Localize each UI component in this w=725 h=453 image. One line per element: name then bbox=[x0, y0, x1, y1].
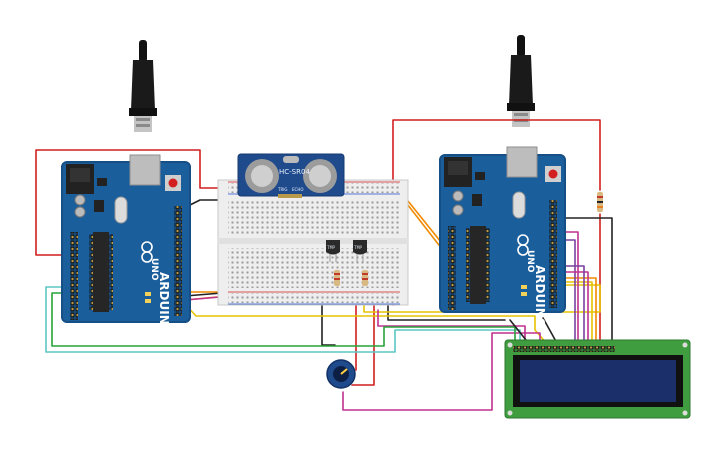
sensor-echo-label: ECHO bbox=[292, 187, 303, 192]
analog-header-left bbox=[70, 282, 78, 320]
analog-header-right bbox=[448, 274, 456, 310]
usb-cable-right bbox=[507, 35, 535, 127]
lcd-display bbox=[504, 339, 691, 419]
tmp-label-a: TMP bbox=[327, 245, 335, 251]
usb-cable-left bbox=[129, 40, 157, 132]
potentiometer bbox=[326, 359, 356, 389]
board-brand-text-left: ARDUINO bbox=[157, 272, 171, 335]
resistor-b bbox=[362, 270, 368, 286]
power-header-right bbox=[448, 226, 456, 274]
microcontroller-chip-right bbox=[470, 226, 486, 304]
arduino-logo-left bbox=[141, 241, 153, 263]
digital-header-right bbox=[549, 200, 557, 308]
resistor-c bbox=[597, 192, 603, 212]
board-model-text-left: UNO bbox=[149, 258, 159, 281]
board-brand-text-right: ARDUINO bbox=[533, 265, 547, 328]
breadboard bbox=[217, 179, 409, 306]
lcd-screen bbox=[520, 360, 676, 402]
board-model-text-right: UNO bbox=[525, 250, 535, 273]
ultrasonic-sensor: HC-SR04 TRIG ECHO bbox=[237, 153, 345, 198]
tmp-label-b: TMP bbox=[354, 245, 362, 251]
sensor-model-label: HC-SR04 bbox=[279, 168, 310, 176]
lcd-header-pins bbox=[513, 346, 615, 352]
power-header-left bbox=[70, 232, 78, 282]
resistor-a bbox=[334, 270, 340, 286]
arduino-uno-right: ARDUINO UNO bbox=[439, 146, 566, 328]
microcontroller-chip-left bbox=[93, 232, 109, 312]
arduino-uno-left: ARDUINO UNO bbox=[61, 154, 191, 335]
arduino-logo-right bbox=[517, 234, 529, 256]
digital-header-left bbox=[174, 206, 182, 316]
temperature-sensor-a: TMP bbox=[326, 240, 340, 262]
sensor-trig-label: TRIG bbox=[277, 187, 288, 192]
temperature-sensor-b: TMP bbox=[353, 240, 367, 262]
